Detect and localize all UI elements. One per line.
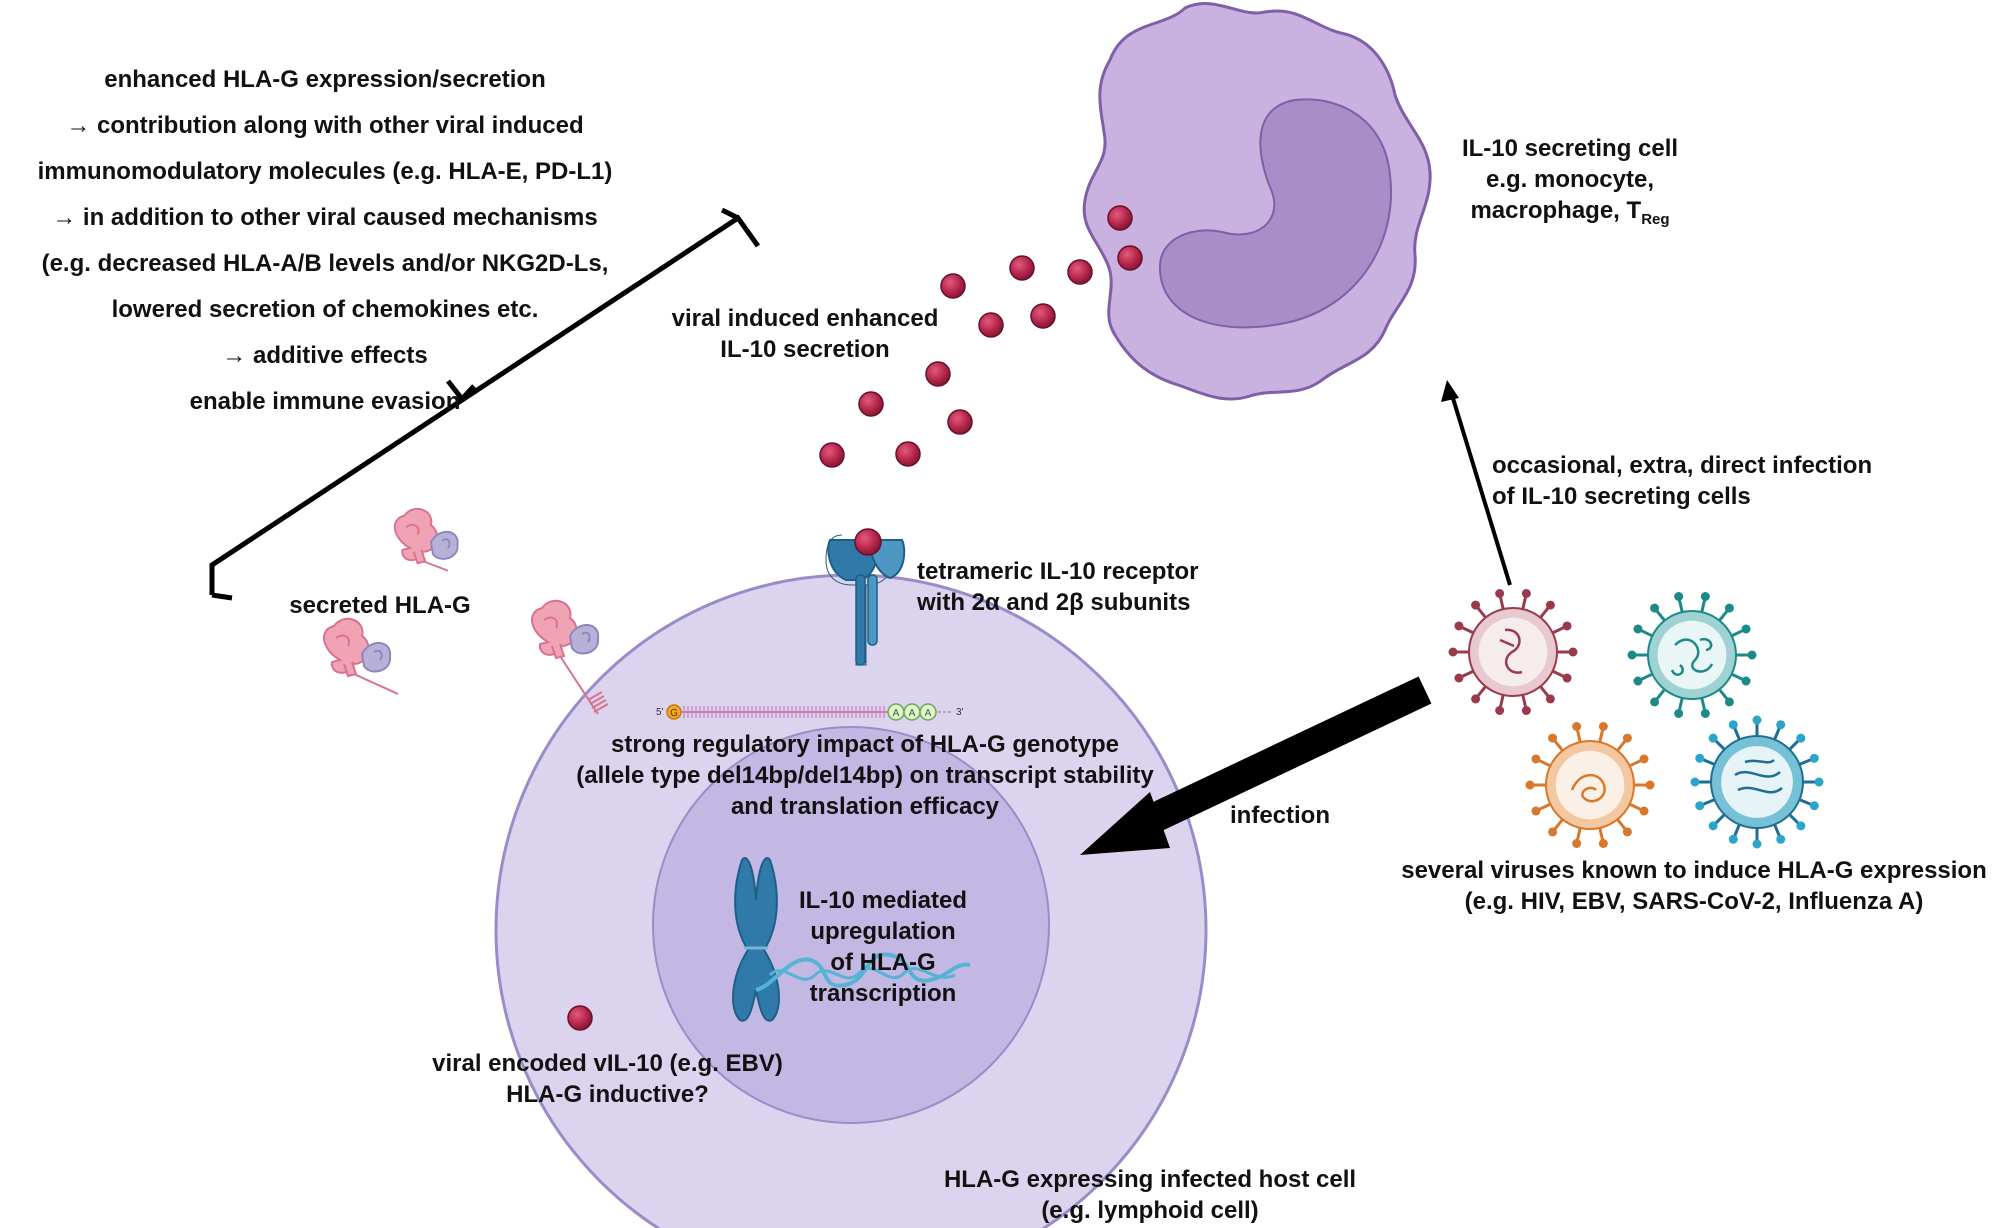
il10-secreting-cell bbox=[1082, 2, 1432, 401]
mrna-cap: G bbox=[670, 708, 678, 719]
immune-evasion-text: enhanced HLA-G expression/secretion → co… bbox=[0, 57, 650, 425]
receptor-line-1: tetrameric IL-10 receptor bbox=[917, 558, 1199, 585]
viruses-line-2: (e.g. HIV, EBV, SARS-CoV-2, Influenza A) bbox=[1464, 888, 1924, 915]
hla-g-molecule-icon bbox=[530, 599, 600, 659]
bracket-tip bbox=[446, 379, 476, 403]
direct-infection-line-1: occasional, extra, direct infection bbox=[1492, 452, 1873, 479]
genotype-line-2: (allele type del14bp/del14bp) on transcr… bbox=[576, 762, 1154, 789]
receptor-line-2: with 2α and 2β subunits bbox=[917, 589, 1191, 616]
host-cell-nucleus bbox=[652, 726, 1050, 1124]
evasion-line-8: enable immune evasion bbox=[189, 388, 461, 415]
vil10-line-1: viral encoded vIL-10 (e.g. EBV) bbox=[432, 1050, 783, 1077]
macrophage-nucleus bbox=[1158, 98, 1392, 329]
evasion-line-1: enhanced HLA-G expression/secretion bbox=[104, 66, 546, 93]
mrna-icon: 5' G A A A 3' bbox=[656, 703, 964, 721]
il10-particle-icon bbox=[1030, 303, 1056, 329]
evasion-line-5: (e.g. decreased HLA-A/B levels and/or NK… bbox=[41, 250, 609, 277]
il10-particle-icon bbox=[1117, 245, 1143, 271]
secreted-hla-g-molecule-1 bbox=[393, 507, 459, 572]
infection-label: infection bbox=[1230, 802, 1330, 829]
il10-particle-icon bbox=[940, 273, 966, 299]
nucleus-line-3: of HLA-G bbox=[830, 949, 936, 976]
virus-icon bbox=[1448, 589, 1578, 715]
vil10-line-2: HLA-G inductive? bbox=[506, 1081, 709, 1108]
genotype-line-3: and translation efficacy bbox=[730, 793, 1000, 820]
mrna-5prime: 5' bbox=[656, 707, 664, 718]
hla-g-molecule-icon bbox=[393, 507, 459, 565]
virus-icon bbox=[1627, 592, 1757, 718]
treg-subscript: Reg bbox=[1641, 211, 1670, 228]
evasion-line-6: lowered secretion of chemokines etc. bbox=[111, 296, 539, 323]
nucleus-line-1: IL-10 mediated bbox=[798, 887, 968, 914]
mrna-polya-3: A bbox=[925, 708, 932, 719]
il10-particle-icon bbox=[925, 361, 951, 387]
il10-secretion-line-1: viral induced enhanced bbox=[671, 305, 939, 332]
mrna-polya-1: A bbox=[893, 708, 900, 719]
viruses-line-1: several viruses known to induce HLA-G ex… bbox=[1401, 857, 1987, 884]
vil10-label: viral encoded vIL-10 (e.g. EBV) HLA-G in… bbox=[400, 1048, 815, 1110]
il10-particle-icon bbox=[1107, 205, 1133, 231]
evasion-line-4: → in addition to other viral caused mech… bbox=[52, 204, 598, 231]
mrna-3prime: 3' bbox=[956, 707, 964, 718]
host-cell bbox=[494, 573, 1208, 1228]
direct-infection-line-2: of IL-10 secreting cells bbox=[1492, 483, 1751, 510]
il10-particle-icon bbox=[858, 391, 884, 417]
il10-particle-icon bbox=[1009, 255, 1035, 281]
chromosome-icon bbox=[732, 857, 971, 1022]
il10-particle-icon bbox=[1067, 259, 1093, 285]
receptor-icon bbox=[825, 528, 906, 666]
genotype-line-1: strong regulatory impact of HLA-G genoty… bbox=[610, 731, 1120, 758]
evasion-line-7: → additive effects bbox=[222, 342, 428, 369]
virus-icon bbox=[1690, 715, 1824, 849]
viruses-group bbox=[1448, 589, 1824, 849]
host-cell-line-2: (e.g. lymphoid cell) bbox=[1041, 1197, 1259, 1224]
secreted-hla-g-molecule-2 bbox=[322, 617, 399, 695]
membrane-hla-g-molecule bbox=[530, 599, 609, 715]
nucleus-line-4: transcription bbox=[809, 980, 957, 1007]
il10-cell-label: IL-10 secreting cell e.g. monocyte, macr… bbox=[1430, 133, 1710, 235]
il10-cell-line-3-prefix: macrophage, T bbox=[1470, 197, 1642, 224]
direct-infection-label: occasional, extra, direct infection of I… bbox=[1492, 450, 1872, 512]
mrna-polya-2: A bbox=[909, 708, 916, 719]
virus-icon bbox=[1525, 722, 1655, 848]
direct-infection-arrow bbox=[1441, 380, 1512, 586]
nucleus-line-2: upregulation bbox=[810, 918, 956, 945]
il10-particle-icon bbox=[947, 409, 973, 435]
hla-g-molecule-icon bbox=[322, 617, 392, 677]
il10-secretion-label: viral induced enhanced IL-10 secretion bbox=[655, 303, 955, 365]
il10-secretion-line-2: IL-10 secretion bbox=[720, 336, 890, 363]
evasion-line-2: → contribution along with other viral in… bbox=[66, 112, 584, 139]
vil10-particle-icon bbox=[567, 1005, 593, 1031]
infection-arrow bbox=[1080, 676, 1432, 855]
receptor-label: tetrameric IL-10 receptor with 2α and 2β… bbox=[917, 556, 1198, 618]
nucleus-label: IL-10 mediated upregulation of HLA-G tra… bbox=[778, 885, 988, 1009]
host-cell-line-1: HLA-G expressing infected host cell bbox=[943, 1166, 1357, 1193]
evasion-line-3: immunomodulatory molecules (e.g. HLA-E, … bbox=[37, 158, 613, 185]
il10-cell-line-1: IL-10 secreting cell bbox=[1461, 135, 1679, 162]
il10-particle-icon bbox=[978, 312, 1004, 338]
il10-cell-line-2: e.g. monocyte, bbox=[1485, 166, 1655, 193]
genotype-label: strong regulatory impact of HLA-G genoty… bbox=[540, 729, 1190, 822]
evasion-bracket bbox=[209, 214, 761, 595]
viruses-label: several viruses known to induce HLA-G ex… bbox=[1384, 855, 2004, 917]
secreted-hla-g-label: secreted HLA-G bbox=[289, 592, 471, 619]
il10-particle-icon bbox=[895, 441, 921, 467]
il10-particle-icon bbox=[819, 442, 845, 468]
il10-cell-line-3: macrophage, TReg bbox=[1430, 195, 1710, 235]
host-cell-label: HLA-G expressing infected host cell (e.g… bbox=[905, 1164, 1395, 1226]
